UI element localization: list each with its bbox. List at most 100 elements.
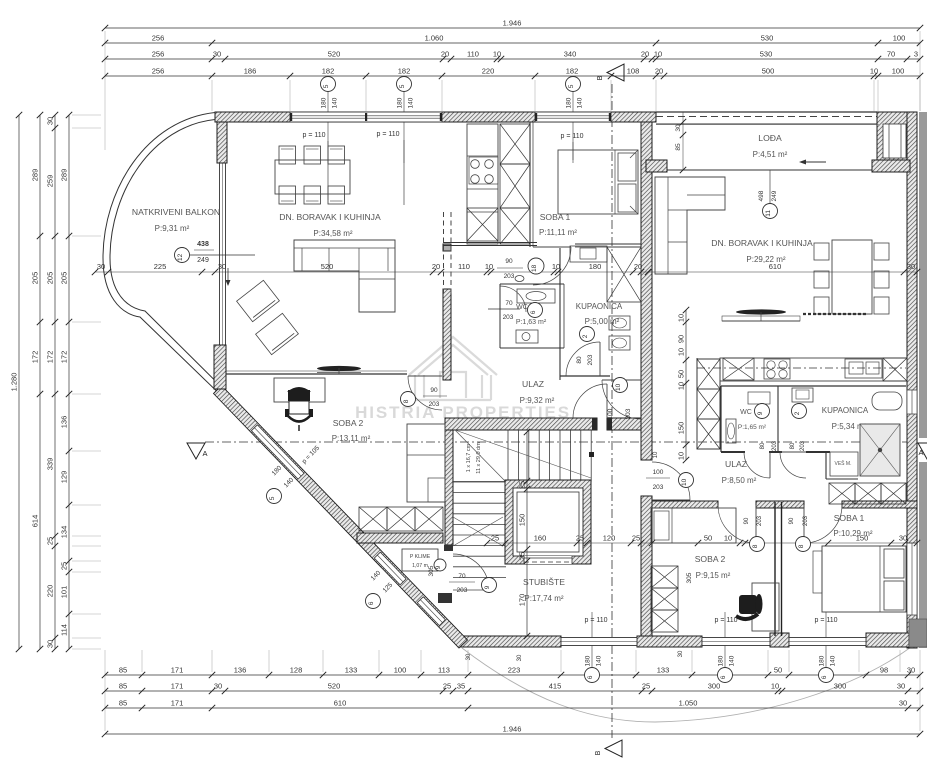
svg-text:140: 140 xyxy=(577,97,584,108)
svg-text:172: 172 xyxy=(46,351,55,364)
svg-text:85: 85 xyxy=(119,666,127,675)
svg-text:520: 520 xyxy=(321,262,334,271)
svg-text:203: 203 xyxy=(772,440,778,451)
svg-text:11 x 29,0 dm: 11 x 29,0 dm xyxy=(476,442,482,474)
svg-text:300: 300 xyxy=(834,682,847,691)
svg-text:259: 259 xyxy=(46,175,55,188)
svg-text:203: 203 xyxy=(803,515,809,526)
svg-text:ULAZ: ULAZ xyxy=(725,459,747,469)
svg-text:35: 35 xyxy=(457,682,465,691)
svg-text:113: 113 xyxy=(438,666,450,675)
svg-text:B: B xyxy=(597,75,604,80)
svg-text:30: 30 xyxy=(517,654,523,661)
svg-text:136: 136 xyxy=(60,416,69,429)
svg-text:A: A xyxy=(918,448,923,457)
svg-text:610: 610 xyxy=(769,262,782,271)
svg-text:50: 50 xyxy=(704,534,712,543)
svg-text:NATKRIVENI BALKON: NATKRIVENI BALKON xyxy=(132,207,220,217)
svg-text:172: 172 xyxy=(60,351,69,364)
svg-text:30: 30 xyxy=(675,124,682,132)
svg-text:HISTRIA PROPERTIES: HISTRIA PROPERTIES xyxy=(355,403,571,422)
svg-text:180: 180 xyxy=(589,262,602,271)
svg-text:25: 25 xyxy=(46,537,55,545)
svg-text:STUBIŠTE: STUBIŠTE xyxy=(523,577,565,587)
svg-text:100: 100 xyxy=(653,469,664,476)
svg-text:P:5,34 m²: P:5,34 m² xyxy=(832,422,867,431)
svg-text:30: 30 xyxy=(46,117,55,125)
svg-text:25: 25 xyxy=(60,562,69,570)
svg-text:WC: WC xyxy=(516,304,528,311)
svg-text:50: 50 xyxy=(774,666,782,675)
svg-text:1.946: 1.946 xyxy=(503,725,522,734)
svg-text:10: 10 xyxy=(485,262,493,271)
svg-text:2: 2 xyxy=(582,334,589,338)
svg-text:100: 100 xyxy=(893,34,906,43)
svg-text:180: 180 xyxy=(397,97,404,108)
svg-text:25: 25 xyxy=(576,534,584,543)
svg-text:289: 289 xyxy=(31,169,40,182)
svg-text:VEŠ M.: VEŠ M. xyxy=(835,460,852,467)
svg-text:30: 30 xyxy=(46,640,55,648)
svg-text:20: 20 xyxy=(655,67,663,76)
svg-text:P:1,63 m²: P:1,63 m² xyxy=(516,319,547,326)
svg-text:5: 5 xyxy=(323,84,330,88)
svg-text:90: 90 xyxy=(677,335,686,343)
svg-text:p = 110: p = 110 xyxy=(302,132,325,139)
svg-text:50: 50 xyxy=(677,370,686,378)
svg-text:P:9,15 m²: P:9,15 m² xyxy=(696,571,731,580)
svg-text:150: 150 xyxy=(518,514,527,527)
svg-text:133: 133 xyxy=(657,666,670,675)
svg-text:30: 30 xyxy=(899,534,907,543)
svg-text:140: 140 xyxy=(596,655,603,666)
svg-text:10: 10 xyxy=(677,314,686,322)
svg-text:205: 205 xyxy=(60,272,69,285)
svg-text:256: 256 xyxy=(152,67,165,76)
svg-text:182: 182 xyxy=(566,67,579,76)
svg-text:70: 70 xyxy=(458,573,466,580)
svg-text:520: 520 xyxy=(328,50,341,59)
svg-text:10: 10 xyxy=(677,348,686,356)
svg-text:171: 171 xyxy=(171,699,184,708)
svg-text:1.060: 1.060 xyxy=(425,34,444,43)
svg-text:30: 30 xyxy=(214,682,222,691)
svg-text:90: 90 xyxy=(505,258,513,265)
svg-text:205: 205 xyxy=(31,272,40,285)
svg-text:70: 70 xyxy=(505,300,513,307)
svg-text:30: 30 xyxy=(899,699,907,708)
svg-text:80: 80 xyxy=(760,442,766,449)
svg-text:170: 170 xyxy=(518,594,527,607)
svg-text:P:34,58 m²: P:34,58 m² xyxy=(313,229,352,238)
svg-text:20: 20 xyxy=(441,50,449,59)
svg-text:25: 25 xyxy=(632,534,640,543)
svg-text:203: 203 xyxy=(587,354,594,365)
svg-text:10: 10 xyxy=(654,50,662,59)
svg-text:P:9,32 m²: P:9,32 m² xyxy=(520,396,555,405)
svg-text:20: 20 xyxy=(641,50,649,59)
svg-text:203: 203 xyxy=(653,484,664,491)
svg-text:SOBA 1: SOBA 1 xyxy=(834,513,865,523)
svg-text:8: 8 xyxy=(403,399,410,403)
svg-text:9: 9 xyxy=(435,565,442,569)
svg-text:305: 305 xyxy=(428,565,435,576)
svg-text:180: 180 xyxy=(718,655,725,666)
svg-text:11: 11 xyxy=(765,210,772,217)
svg-text:182: 182 xyxy=(322,67,335,76)
svg-text:80: 80 xyxy=(576,356,583,364)
svg-text:5: 5 xyxy=(568,84,575,88)
svg-text:172: 172 xyxy=(31,351,40,364)
svg-text:SOBA 1: SOBA 1 xyxy=(540,212,571,222)
svg-text:223: 223 xyxy=(508,666,521,675)
svg-text:p = 110: p = 110 xyxy=(714,617,737,624)
svg-text:108: 108 xyxy=(627,67,640,76)
svg-text:SOBA 2: SOBA 2 xyxy=(333,418,364,428)
svg-text:128: 128 xyxy=(290,666,303,675)
svg-text:80: 80 xyxy=(790,442,796,449)
svg-text:134: 134 xyxy=(60,526,69,539)
svg-text:10: 10 xyxy=(615,383,622,391)
svg-text:205: 205 xyxy=(46,272,55,285)
svg-text:P:17,74 m²: P:17,74 m² xyxy=(524,594,563,603)
svg-text:203: 203 xyxy=(800,440,806,451)
svg-text:100: 100 xyxy=(394,666,407,675)
svg-text:300: 300 xyxy=(708,682,721,691)
svg-text:498: 498 xyxy=(758,190,765,201)
